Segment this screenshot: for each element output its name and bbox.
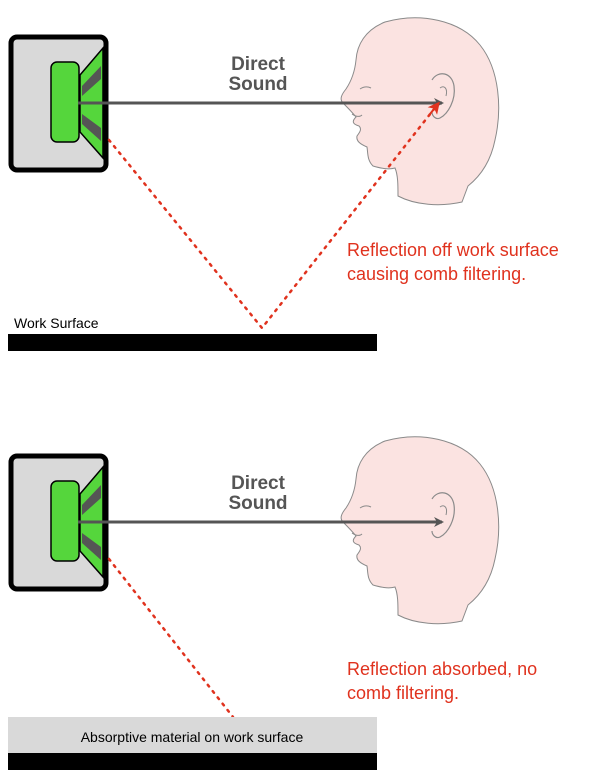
bottom-panel: Direct Sound Reflection absorbed, no com… xyxy=(8,436,537,770)
top-reflection-label-line2: causing comb filtering. xyxy=(347,264,526,284)
bottom-direct-label-line2: Sound xyxy=(228,493,287,514)
work-surface xyxy=(8,334,377,351)
top-direct-label-line2: Sound xyxy=(228,74,287,95)
work-surface-label: Work Surface xyxy=(14,315,99,331)
bottom-head-icon xyxy=(340,436,500,625)
bottom-direct-label-line1: Direct xyxy=(231,473,286,494)
top-head-icon xyxy=(340,17,500,206)
top-direct-label-line1: Direct xyxy=(231,54,286,75)
top-reflection-path xyxy=(107,102,440,331)
bottom-work-surface xyxy=(8,753,377,770)
bottom-reflection-label-line1: Reflection absorbed, no xyxy=(347,659,537,679)
top-panel: Direct Sound Reflection off work surface… xyxy=(8,17,559,351)
top-reflection-label-line1: Reflection off work surface xyxy=(347,240,559,260)
top-reflection-arrowhead xyxy=(427,101,440,115)
absorptive-material xyxy=(8,717,377,753)
bottom-reflection-path xyxy=(107,557,235,719)
absorptive-material-label: Absorptive material on work surface xyxy=(81,729,304,745)
bottom-reflection-label-line2: comb filtering. xyxy=(347,683,459,703)
